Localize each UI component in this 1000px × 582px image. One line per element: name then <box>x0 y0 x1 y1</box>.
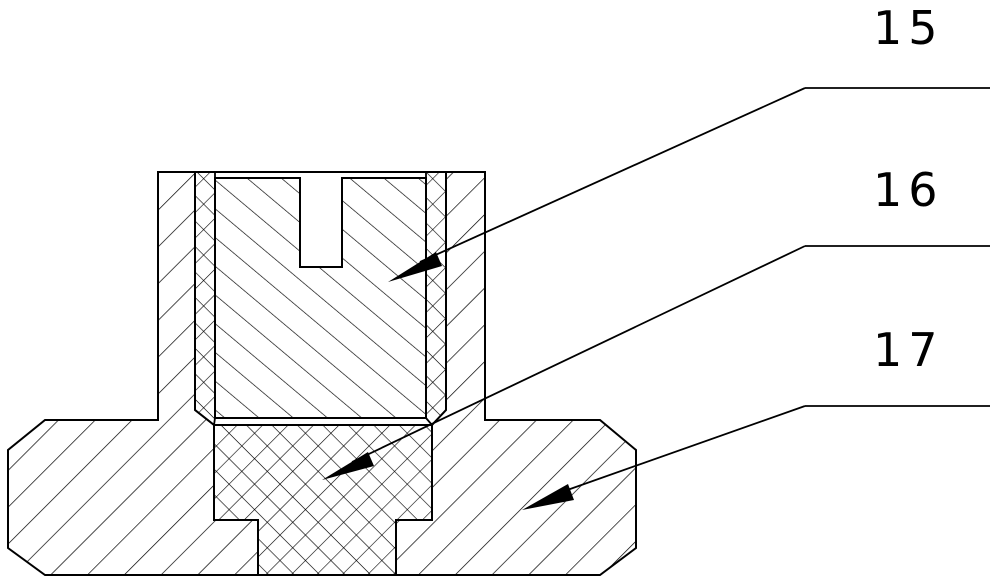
callout-label-17: 17 <box>873 323 944 377</box>
callout-17: 17 <box>522 323 990 510</box>
callout-label-15: 15 <box>873 1 944 55</box>
callout-label-16: 16 <box>873 163 944 217</box>
